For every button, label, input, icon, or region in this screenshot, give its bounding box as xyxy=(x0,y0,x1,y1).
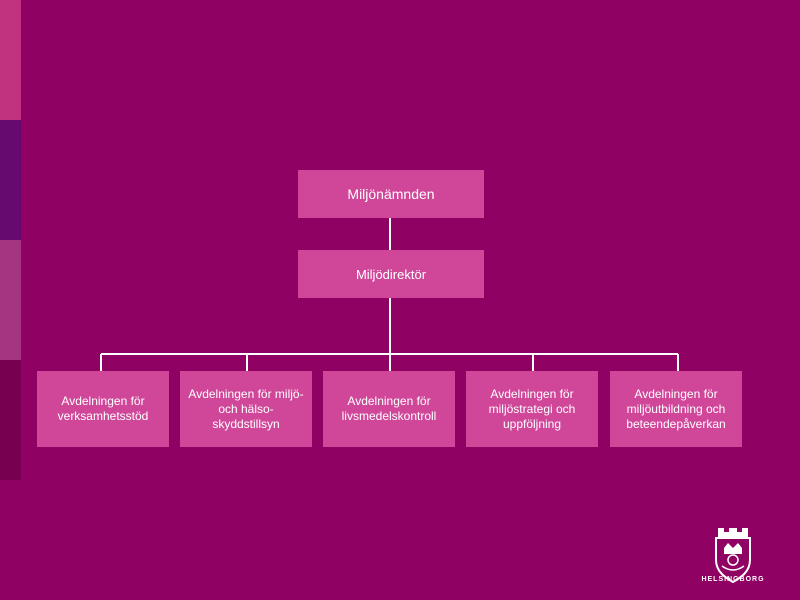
department-label: Avdelningen för miljöstrategi och uppföl… xyxy=(488,386,576,431)
department-label: Avdelningen för miljö- och hälso-skyddst… xyxy=(188,386,304,431)
org-node-board: Miljönämnden xyxy=(298,170,484,218)
org-node-department: Avdelningen för verksamhetsstöd xyxy=(37,371,169,447)
org-node-department: Avdelningen för miljöutbildning och bete… xyxy=(610,371,742,447)
helsingborg-wordmark: HELSINGBORG xyxy=(701,576,765,583)
side-stripe-purple xyxy=(0,120,21,240)
org-node-board-label: Miljönämnden xyxy=(347,185,435,202)
side-stripe-dark xyxy=(0,360,21,480)
helsingborg-crest-icon xyxy=(715,528,751,584)
org-node-director: Miljödirektör xyxy=(298,250,484,298)
org-node-department: Avdelningen för miljö- och hälso-skyddst… xyxy=(180,371,312,447)
department-label: Avdelningen för verksamhetsstöd xyxy=(57,394,149,423)
side-stripe-light-purple xyxy=(0,240,21,360)
side-stripe-pink xyxy=(0,0,21,120)
org-node-department: Avdelningen för livsmedelskontroll xyxy=(323,371,455,447)
org-node-department: Avdelningen för miljöstrategi och uppföl… xyxy=(466,371,598,447)
department-label: Avdelningen för livsmedelskontroll xyxy=(341,394,437,423)
org-node-director-label: Miljödirektör xyxy=(355,266,427,282)
department-label: Avdelningen för miljöutbildning och bete… xyxy=(626,386,726,431)
